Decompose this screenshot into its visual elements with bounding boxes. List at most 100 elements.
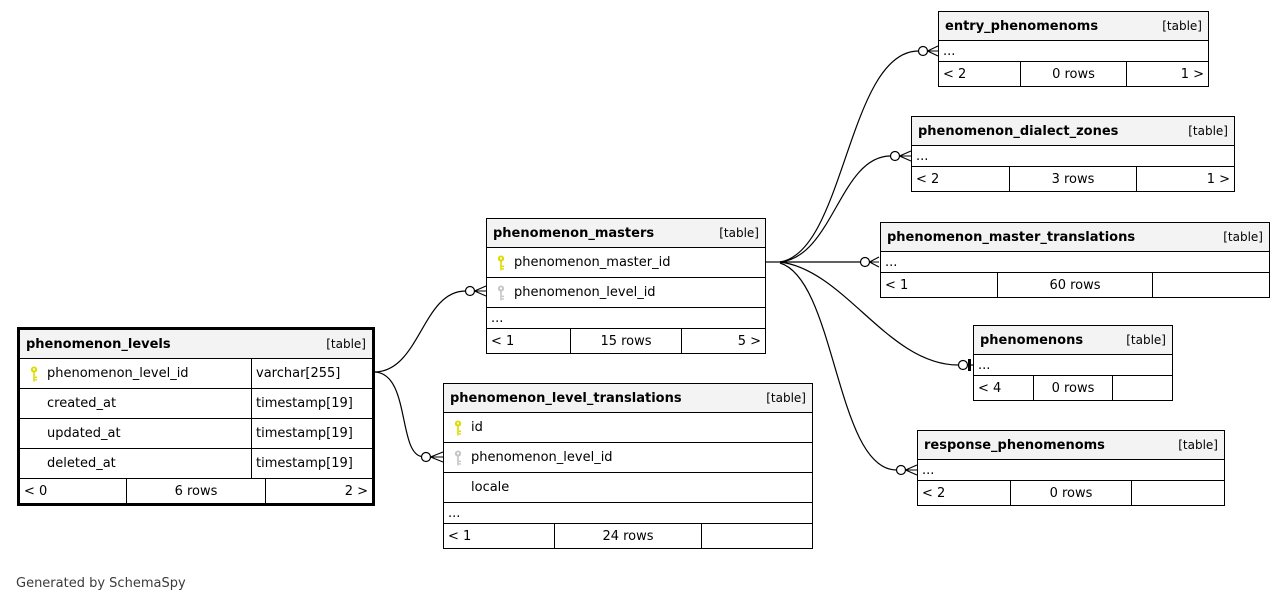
table-phenomenon-dialect-zones[interactable]: phenomenon_dialect_zones [table] ... < 2… (911, 116, 1235, 192)
column-row: phenomenon_level_id (444, 443, 812, 473)
table-type-tag: [table] (766, 391, 806, 405)
footer-parents: < 1 (885, 277, 909, 293)
relationship-line (373, 290, 466, 373)
column-name: deleted_at (47, 456, 116, 471)
table-type-tag: [table] (326, 337, 366, 351)
crow-foot-arrow (926, 45, 939, 57)
table-phenomenon-level-translations[interactable]: phenomenon_level_translations [table] id… (443, 383, 813, 549)
column-name: phenomenon_level_id (47, 366, 189, 381)
table-footer: < 1 24 rows (444, 524, 812, 548)
table-entry-phenomenoms[interactable]: entry_phenomenoms [table] ... < 2 0 rows… (938, 11, 1209, 87)
column-name: updated_at (47, 426, 121, 441)
footer-rowcount: 24 rows (554, 524, 702, 548)
table-header[interactable]: phenomenon_level_translations [table] (444, 384, 812, 413)
table-header[interactable]: phenomenons [table] (974, 326, 1172, 355)
table-type-tag: [table] (1223, 230, 1263, 244)
table-type-tag: [table] (1178, 438, 1218, 452)
column-name: created_at (47, 396, 117, 411)
column-type: timestamp[19] (251, 449, 372, 478)
footer-children: 2 > (344, 483, 368, 499)
relationship-line (779, 50, 919, 263)
column-name: locale (471, 480, 510, 495)
columns-ellipsis: ... (974, 355, 1172, 376)
column-name: phenomenon_level_id (514, 285, 656, 300)
table-title[interactable]: phenomenon_master_translations (887, 229, 1136, 245)
crow-foot-arrow (429, 451, 444, 463)
column-row: id (444, 413, 812, 443)
table-title[interactable]: response_phenomenoms (924, 437, 1105, 453)
column-row: phenomenon_level_id (487, 278, 765, 308)
relationship-line (373, 371, 422, 458)
table-header[interactable]: entry_phenomenoms [table] (939, 12, 1208, 41)
columns-ellipsis: ... (487, 308, 765, 329)
footer-rowcount: 3 rows (1008, 167, 1138, 191)
table-footer: < 4 0 rows (974, 376, 1172, 400)
table-phenomenons[interactable]: phenomenons [table] ... < 4 0 rows (973, 325, 1173, 401)
column-row: phenomenon_level_id varchar[255] (20, 359, 372, 389)
table-header[interactable]: phenomenon_masters [table] (487, 219, 765, 248)
table-phenomenon-masters[interactable]: phenomenon_masters [table] phenomenon_ma… (486, 218, 766, 354)
column-name: phenomenon_master_id (514, 255, 671, 270)
primary-key-icon (30, 366, 37, 381)
columns-ellipsis: ... (939, 41, 1208, 62)
column-row: updated_at timestamp[19] (20, 419, 372, 449)
crow-foot-arrow (868, 256, 880, 268)
icon-cell (20, 366, 47, 382)
table-response-phenomenoms[interactable]: response_phenomenoms [table] ... < 2 0 r… (917, 430, 1225, 506)
columns-ellipsis: ... (444, 503, 812, 524)
crow-foot-arrow (904, 464, 918, 476)
table-type-tag: [table] (719, 226, 759, 240)
footer-parents: < 2 (916, 171, 940, 187)
crow-foot-arrow (473, 285, 487, 297)
crow-foot-arrow (898, 150, 912, 162)
table-footer: < 2 0 rows 1 > (939, 62, 1208, 86)
table-title[interactable]: phenomenon_dialect_zones (918, 123, 1119, 139)
footer-parents: < 1 (448, 528, 472, 544)
relationship-line (779, 262, 897, 471)
table-footer: < 2 0 rows (918, 481, 1224, 505)
zero-circle-connector (859, 256, 871, 268)
zero-circle-connector (420, 451, 432, 463)
footer-parents: < 2 (922, 485, 946, 501)
zero-circle-connector (889, 150, 901, 162)
table-title[interactable]: entry_phenomenoms (945, 18, 1099, 34)
table-header[interactable]: response_phenomenoms [table] (918, 431, 1224, 460)
footer-rowcount: 0 rows (1019, 62, 1128, 86)
footer-children (1113, 376, 1172, 400)
table-header[interactable]: phenomenon_levels [table] (20, 330, 372, 359)
table-phenomenon-master-translations[interactable]: phenomenon_master_translations [table] .… (880, 222, 1270, 298)
footer-parents: < 4 (978, 380, 1002, 396)
table-phenomenon-levels[interactable]: phenomenon_levels [table] phenomenon_lev… (17, 327, 375, 506)
table-footer: < 1 15 rows 5 > (487, 329, 765, 353)
table-footer: < 1 60 rows (881, 273, 1269, 297)
column-row: locale (444, 473, 812, 503)
table-title[interactable]: phenomenon_masters (493, 225, 655, 241)
icon-cell (444, 420, 471, 436)
table-title[interactable]: phenomenons (980, 332, 1084, 348)
relationship-line (779, 261, 959, 366)
table-title[interactable]: phenomenon_level_translations (450, 390, 682, 406)
columns-ellipsis: ... (912, 146, 1234, 167)
icon-cell (487, 255, 514, 271)
column-row: created_at timestamp[19] (20, 389, 372, 419)
column-type: varchar[255] (251, 359, 372, 388)
relationship-line (779, 155, 891, 263)
generated-by-note: Generated by SchemaSpy (16, 576, 186, 591)
footer-parents: < 0 (24, 483, 48, 499)
columns-ellipsis: ... (918, 460, 1224, 481)
column-type: timestamp[19] (251, 389, 372, 418)
footer-rowcount: 0 rows (1033, 376, 1113, 400)
footer-children (702, 524, 812, 548)
column-name: id (471, 420, 483, 435)
zero-circle-connector (957, 359, 969, 371)
table-type-tag: [table] (1188, 124, 1228, 138)
table-title[interactable]: phenomenon_levels (26, 336, 171, 352)
footer-rowcount: 15 rows (570, 329, 682, 353)
table-type-tag: [table] (1162, 19, 1202, 33)
footer-parents: < 2 (943, 66, 967, 82)
table-header[interactable]: phenomenon_master_translations [table] (881, 223, 1269, 252)
primary-key-icon (497, 255, 504, 270)
zero-circle-connector (895, 464, 907, 476)
column-name: phenomenon_level_id (471, 450, 613, 465)
table-header[interactable]: phenomenon_dialect_zones [table] (912, 117, 1234, 146)
